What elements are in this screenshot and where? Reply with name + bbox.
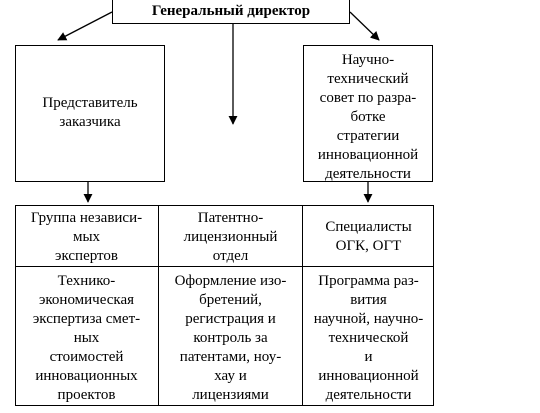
lower-table — [15, 205, 434, 406]
director-label: Генеральный директор — [151, 3, 311, 19]
expertise-label: Технико- экономическая экспертиза смет- … — [32, 273, 141, 403]
customer-rep-box — [15, 45, 165, 182]
council-label: Научно- технический совет по разра- ботк… — [317, 52, 419, 182]
arrow-director-to-customer — [57, 11, 113, 41]
specialists-label: Специалисты ОГК, ОГТ — [325, 219, 412, 254]
patent-tasks-label: Оформление изо- бретений, регистрация и … — [174, 273, 287, 403]
director-box — [112, 0, 350, 24]
arrow-director-to-council — [349, 11, 380, 41]
council-box — [303, 45, 433, 182]
program-label: Программа раз- вития научной, научно- те… — [313, 273, 424, 403]
experts-group-label: Группа независи- мых экспертов — [30, 210, 143, 264]
customer-rep-label: Представитель заказчика — [42, 95, 138, 130]
patent-dept-label: Патентно- лицензионный отдел — [183, 210, 278, 264]
